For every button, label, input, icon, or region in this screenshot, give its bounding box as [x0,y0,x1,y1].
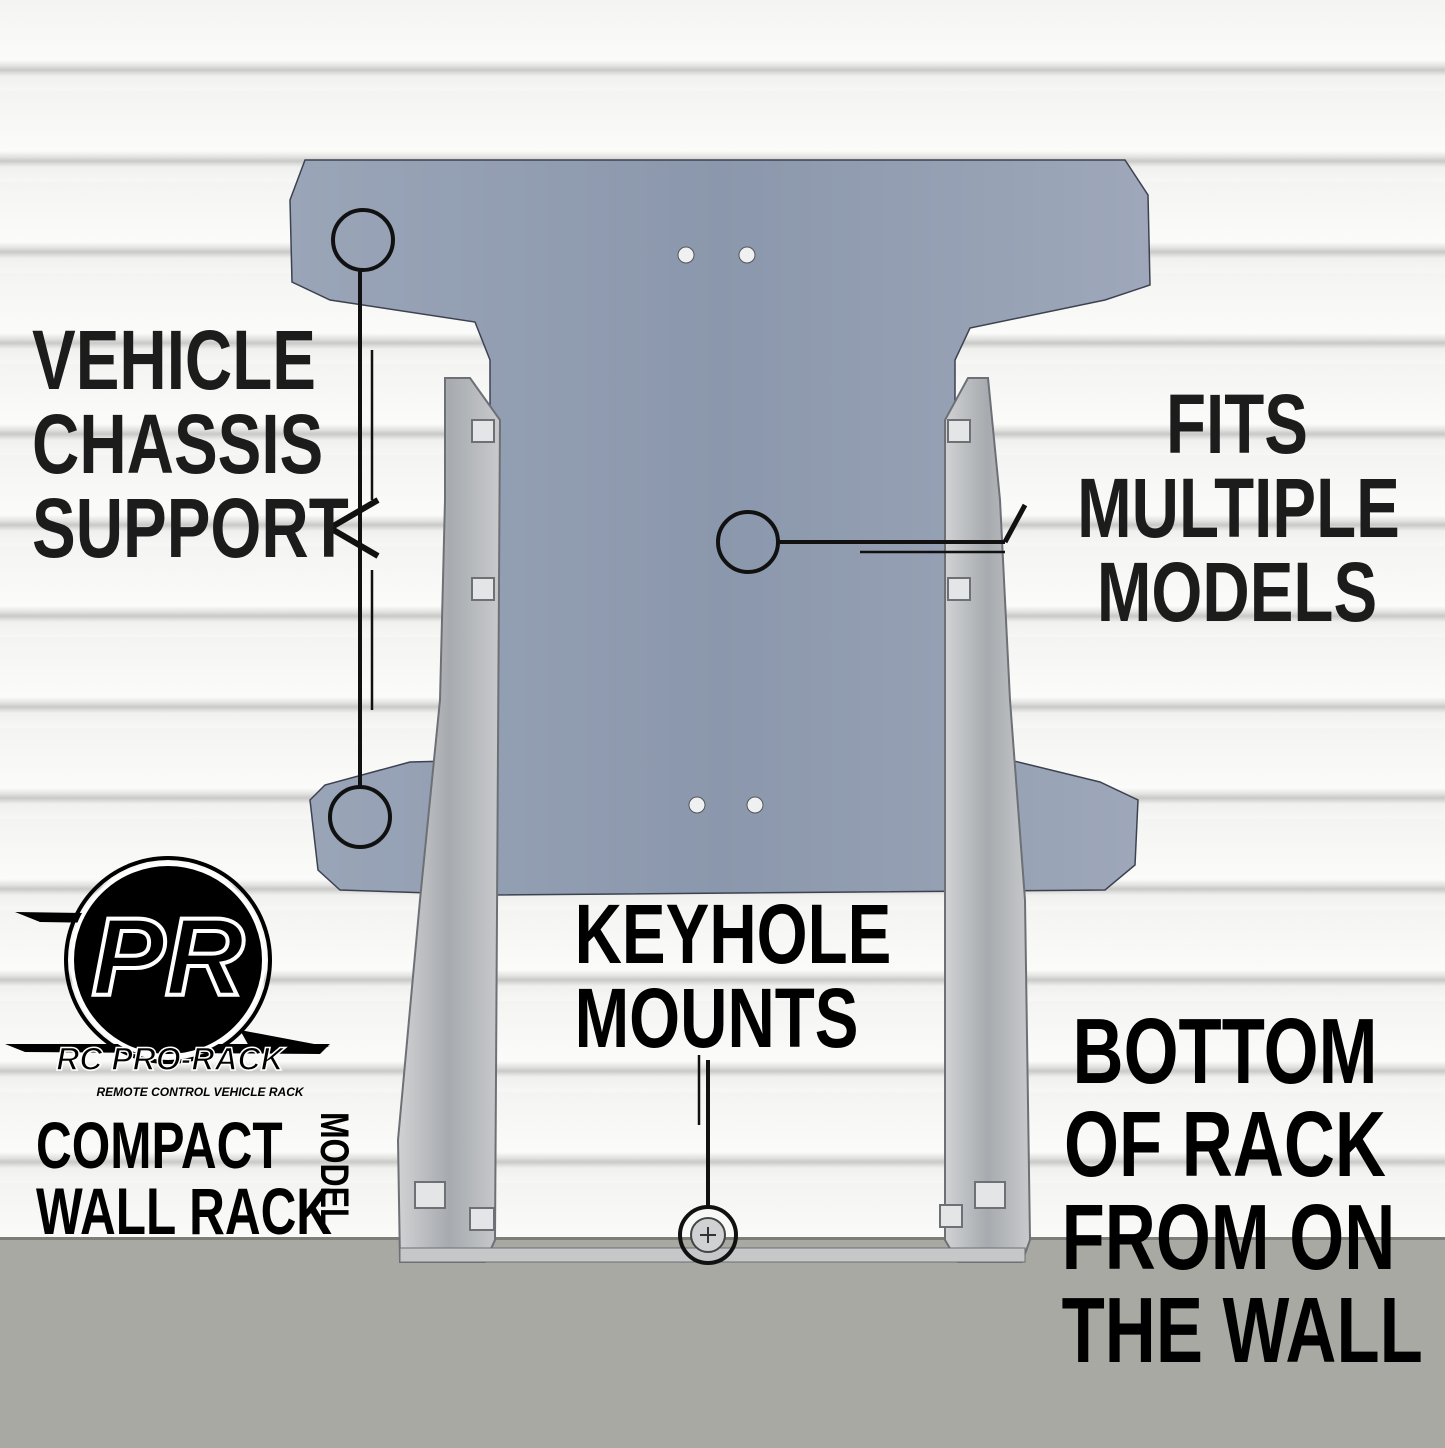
model-side-label: MODEL [312,1112,356,1228]
left-bracket [396,377,502,1263]
label-line: CHASSIS [32,397,324,491]
label-line: MOUNTS [574,971,859,1065]
logo-monogram: PR [92,896,245,1019]
keyhole-mounts-label: KEYHOLE MOUNTS [574,887,892,1065]
label-line: FROM ON [1061,1185,1396,1289]
chassis-support-label: VEHICLE CHASSIS SUPPORT [32,318,349,570]
bottom-of-rack-label: BOTTOM OF RACK FROM ON THE WALL [1061,999,1423,1382]
label-line: SUPPORT [32,481,349,575]
label-line: BOTTOM [1072,999,1378,1103]
label-line: KEYHOLE [574,887,892,981]
fits-multiple-models-label: FITS MULTIPLE MODELS [1077,377,1400,639]
label-line: MODELS [1096,545,1378,639]
label-line: OF RACK [1064,1092,1386,1196]
pro-rack-logo: PR RC PRO-RACK REMOTE CONTROL VEHICLE RA… [5,856,330,1099]
keyhole-screw-icon [690,1217,726,1253]
label-line: THE WALL [1061,1278,1423,1382]
label-line: WALL RACK [36,1174,333,1248]
callout-lines [324,208,1028,1265]
product-name-label: COMPACT WALL RACK [36,1112,332,1244]
label-line: MULTIPLE [1077,461,1400,555]
label-line: VEHICLE [32,313,316,407]
logo-brand: RC PRO-RACK [56,1041,286,1077]
right-bracket [939,377,1032,1263]
logo-tagline: REMOTE CONTROL VEHICLE RACK [96,1085,304,1099]
label-line: COMPACT [36,1108,283,1182]
label-line: FITS [1166,377,1308,471]
mounting-holes [677,246,764,814]
